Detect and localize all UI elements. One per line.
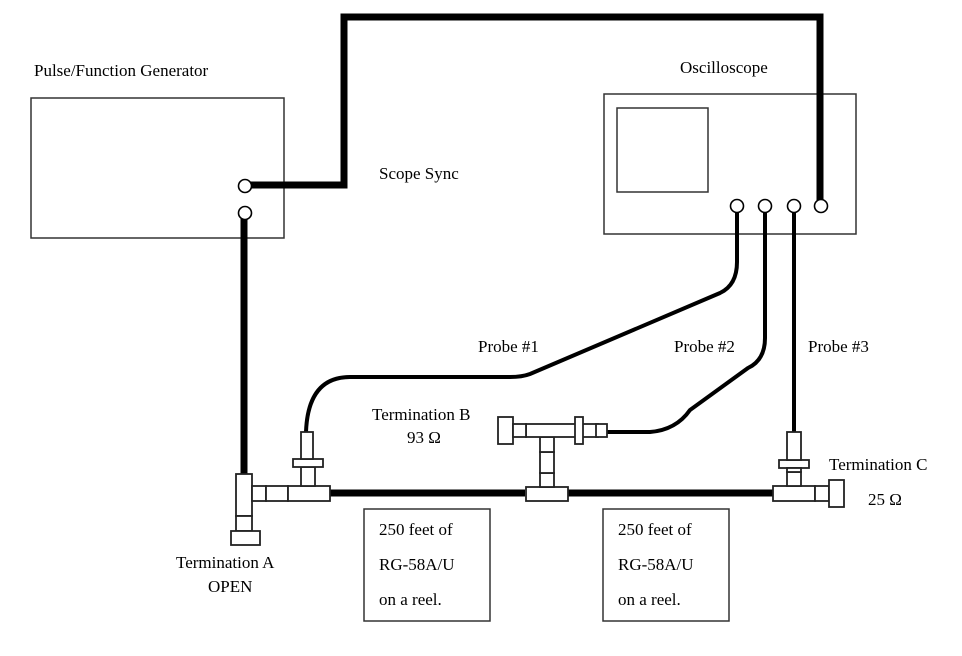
- reel-1-line-1: 250 feet of: [379, 520, 453, 539]
- scope-channel-2-jack: [757, 198, 773, 214]
- termination-c-value: 25 Ω: [868, 490, 902, 509]
- reel-2-line-2: RG-58A/U: [618, 555, 694, 574]
- probe-1-cable: [304, 208, 739, 433]
- reel-2-line-3: on a reel.: [618, 590, 681, 609]
- termination-b-cap: [497, 416, 514, 445]
- termination-a-value: OPEN: [208, 577, 252, 596]
- termination-c-cap: [828, 479, 845, 508]
- oscilloscope-label: Oscilloscope: [680, 58, 768, 77]
- generator-output-jack: [237, 205, 253, 221]
- scope-channel-3-jack: [786, 198, 802, 214]
- reel-1-line-2: RG-58A/U: [379, 555, 455, 574]
- scope-external-trigger-jack: [813, 198, 829, 214]
- termination-a-label: Termination A: [176, 553, 275, 572]
- generator-sync-jack: [237, 178, 253, 194]
- oscilloscope-screen: [616, 107, 709, 193]
- probe-2-label: Probe #2: [674, 337, 735, 356]
- probe-2-cable: [607, 208, 767, 434]
- termination-c-label: Termination C: [829, 455, 927, 474]
- scope-channel-1-jack: [729, 198, 745, 214]
- termination-a-open-cap: [230, 530, 261, 546]
- tee-connector-a: [230, 431, 331, 546]
- reel-2-line-1: 250 feet of: [618, 520, 692, 539]
- reel-1-line-3: on a reel.: [379, 590, 442, 609]
- scope-sync-label: Scope Sync: [379, 164, 459, 183]
- generator-label: Pulse/Function Generator: [34, 61, 209, 80]
- tee-connector-c: [772, 431, 845, 508]
- probe-1-label: Probe #1: [478, 337, 539, 356]
- termination-b-value: 93 Ω: [407, 428, 441, 447]
- tee-connector-b: [497, 416, 608, 502]
- termination-b-label: Termination B: [372, 405, 470, 424]
- cable-reel-2: [602, 508, 730, 622]
- scope-sync-cable: [250, 13, 824, 207]
- cable-reel-1: [363, 508, 491, 622]
- probe-3-label: Probe #3: [808, 337, 869, 356]
